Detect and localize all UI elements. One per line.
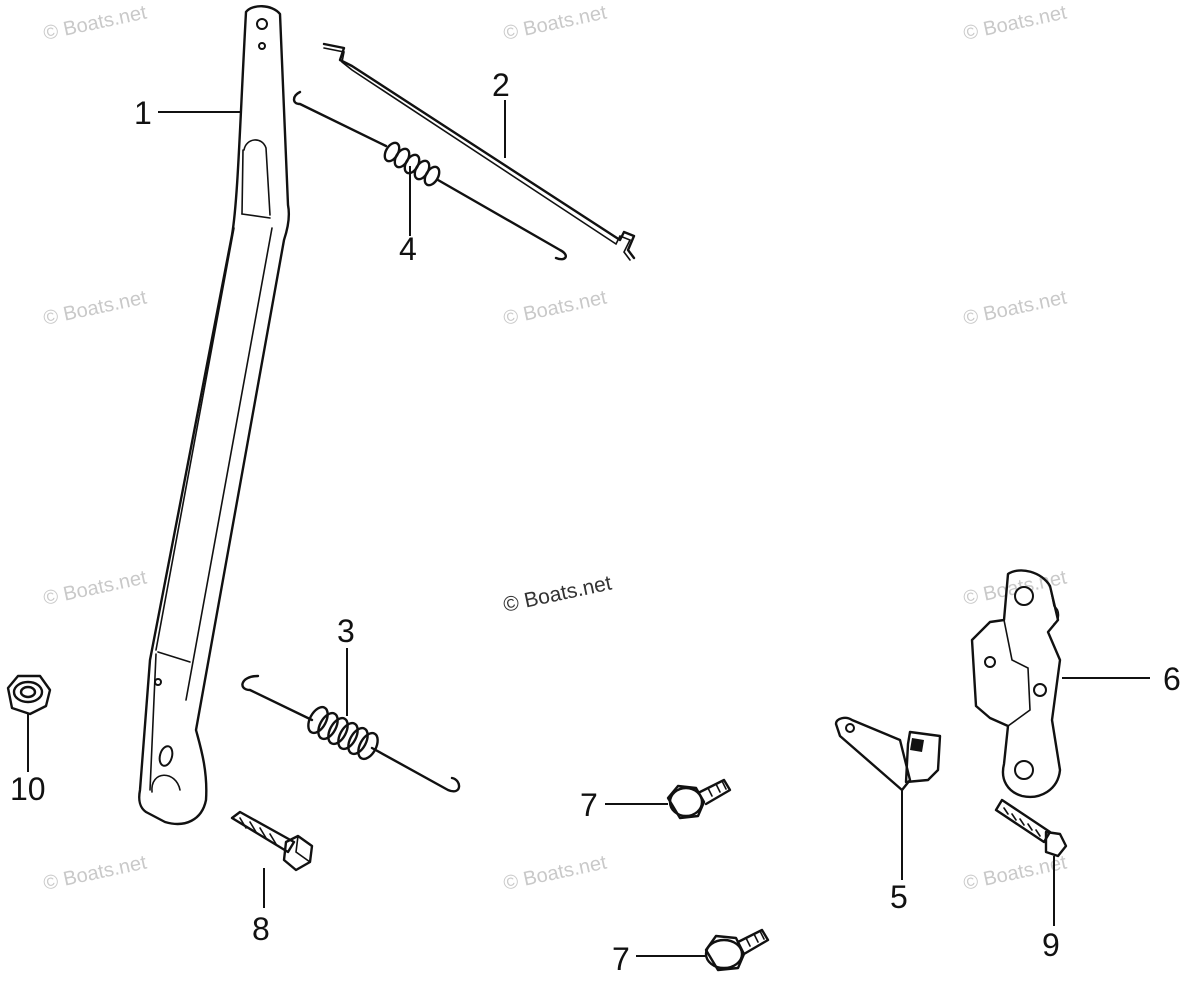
spring-coils xyxy=(383,141,441,187)
watermark: © Boats.net xyxy=(501,851,609,894)
watermark: © Boats.net xyxy=(961,851,1069,894)
arm-bar xyxy=(138,5,290,826)
callout-4: 4 xyxy=(399,231,417,267)
callout-7: 7 xyxy=(612,941,630,977)
spring-coils xyxy=(307,705,379,761)
callout-3: 3 xyxy=(337,613,355,649)
mounting-bracket xyxy=(970,569,1062,799)
rod-with-spring xyxy=(292,90,567,261)
callout-6: 6 xyxy=(1163,661,1181,697)
watermark: © Boats.net xyxy=(41,286,149,329)
callout-9: 9 xyxy=(1042,927,1060,963)
watermark: © Boats.net xyxy=(41,1,149,44)
hex-bolt xyxy=(230,810,314,872)
watermark: © Boats.net xyxy=(961,286,1069,329)
callouts: 1 2 4 3 10 8 7 7 5 6 9 xyxy=(10,67,1181,977)
tension-spring xyxy=(241,674,461,793)
flange-bolt xyxy=(666,778,732,820)
rod xyxy=(322,42,636,261)
callout-1: 1 xyxy=(134,95,152,131)
watermark: © Boats.net xyxy=(41,566,149,609)
screw xyxy=(994,798,1068,858)
angle-bracket xyxy=(834,716,942,792)
watermark: © Boats.net xyxy=(961,1,1069,44)
watermark: © Boats.net xyxy=(501,286,609,329)
leader-lines xyxy=(27,100,1150,957)
callout-7: 7 xyxy=(580,787,598,823)
watermarks: © Boats.net © Boats.net © Boats.net © Bo… xyxy=(41,1,1069,894)
callout-10: 10 xyxy=(10,771,46,807)
callout-8: 8 xyxy=(252,911,270,947)
watermark: © Boats.net xyxy=(501,1,609,44)
callout-5: 5 xyxy=(890,879,908,915)
watermark-center: © Boats.net xyxy=(501,571,614,616)
callout-2: 2 xyxy=(492,67,510,103)
nut xyxy=(6,674,52,716)
watermark: © Boats.net xyxy=(41,851,149,894)
flange-bolt xyxy=(704,928,770,972)
